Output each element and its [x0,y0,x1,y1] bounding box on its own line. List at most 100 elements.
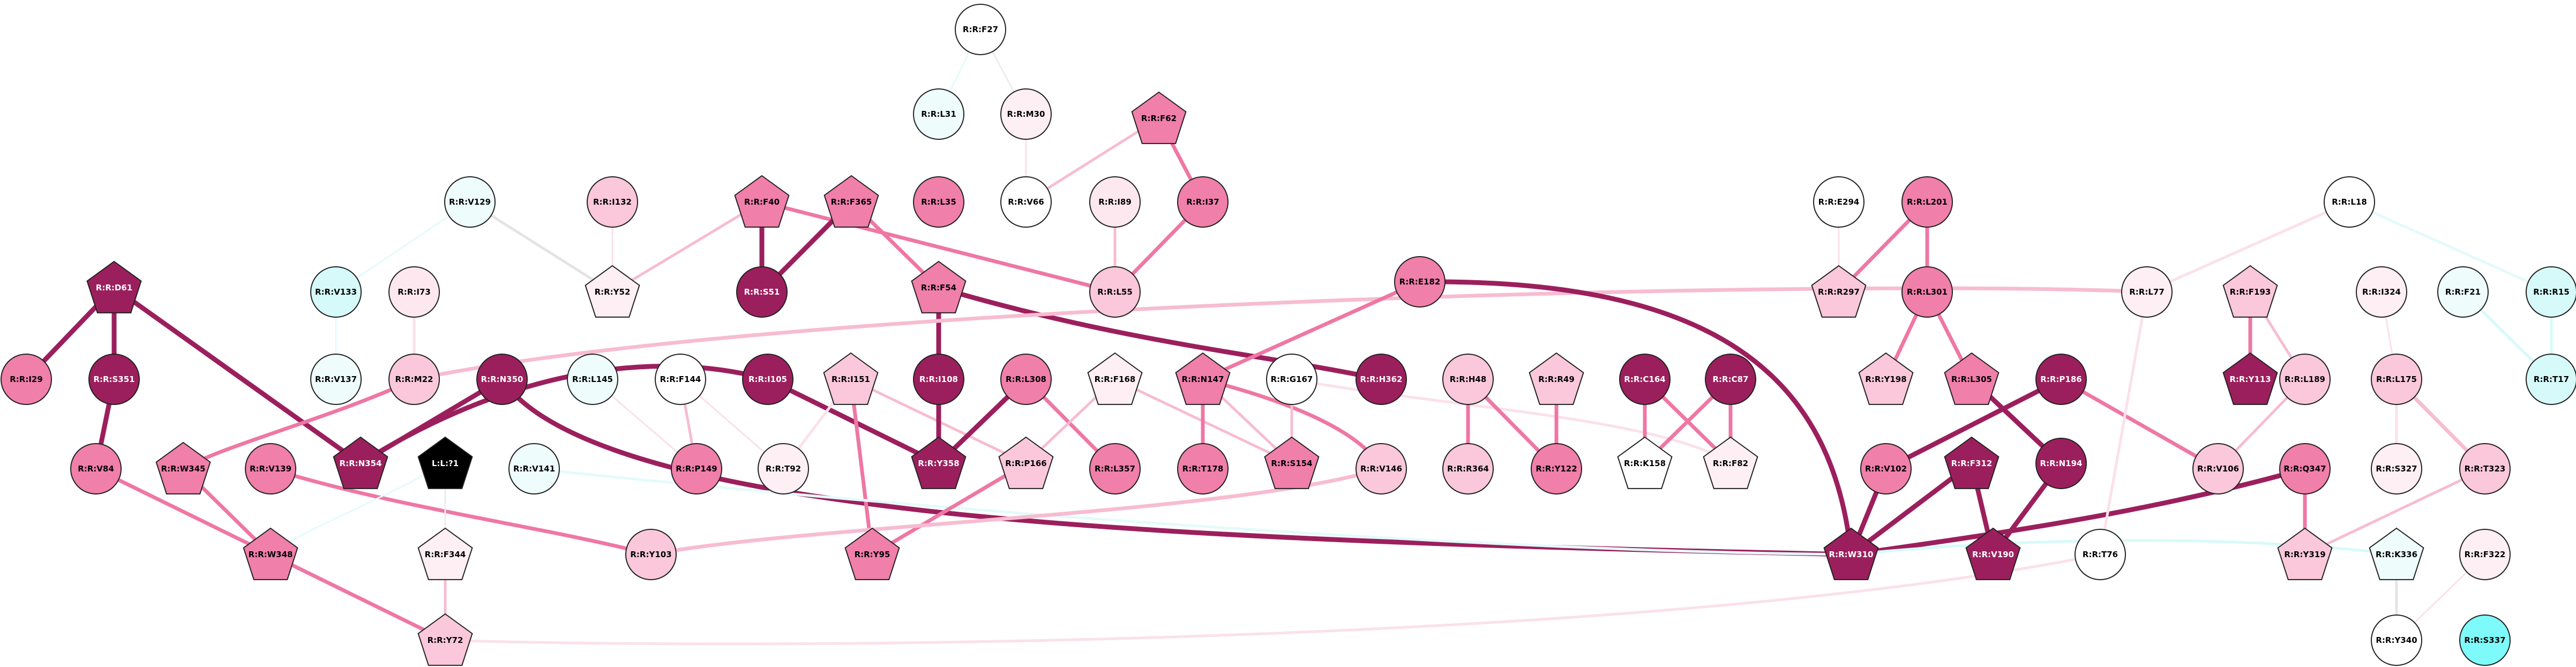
node-l-l-1[interactable]: L:L:?1 [417,436,473,489]
node-r-r-v133[interactable]: R:R:V133 [310,266,362,318]
node-r-r-y358[interactable]: R:R:Y358 [911,436,967,489]
node-r-r-l201[interactable]: R:R:L201 [1901,176,1953,228]
node-r-r-y319[interactable]: R:R:Y319 [2277,527,2333,580]
node-r-r-f27[interactable]: R:R:F27 [955,4,1006,55]
node-r-r-l31[interactable]: R:R:L31 [913,88,964,140]
node-r-r-t178[interactable]: R:R:T178 [1177,443,1229,494]
node-r-r-f82[interactable]: R:R:F82 [1703,436,1758,489]
node-r-r-y122[interactable]: R:R:Y122 [1531,443,1582,494]
node-shape [2222,352,2278,405]
node-r-r-p166[interactable]: R:R:P166 [998,436,1054,489]
node-r-r-f144[interactable]: R:R:F144 [655,354,706,405]
node-r-r-n194[interactable]: R:R:N194 [2035,438,2087,489]
node-r-r-l357[interactable]: R:R:L357 [1089,443,1141,494]
node-r-r-y198[interactable]: R:R:Y198 [1858,352,1914,405]
node-r-r-t76[interactable]: R:R:T76 [2075,529,2126,580]
node-r-r-e294[interactable]: R:R:E294 [1813,176,1864,228]
node-r-r-l55[interactable]: R:R:L55 [1089,266,1141,318]
node-r-r-i89[interactable]: R:R:I89 [1089,176,1141,228]
node-r-r-p186[interactable]: R:R:P186 [2035,354,2087,405]
node-r-r-f62[interactable]: R:R:F62 [1131,91,1187,144]
node-r-r-f21[interactable]: R:R:F21 [2437,266,2489,318]
node-r-r-f344[interactable]: R:R:F344 [417,527,473,580]
node-r-r-n354[interactable]: R:R:N354 [333,436,388,489]
node-r-r-h362[interactable]: R:R:H362 [1356,354,1407,405]
node-r-r-i151[interactable]: R:R:I151 [823,352,879,405]
node-r-r-w348[interactable]: R:R:W348 [243,527,298,580]
node-r-r-i37[interactable]: R:R:I37 [1177,176,1229,228]
node-r-r-v141[interactable]: R:R:V141 [508,443,560,494]
node-r-r-k158[interactable]: R:R:K158 [1617,436,1673,489]
node-r-r-p149[interactable]: R:R:P149 [671,443,722,494]
node-r-r-t92[interactable]: R:R:T92 [758,443,809,494]
node-r-r-r297[interactable]: R:R:R297 [1811,265,1867,318]
node-r-r-t323[interactable]: R:R:T323 [2459,443,2511,494]
node-r-r-f40[interactable]: R:R:F40 [734,175,790,228]
node-r-r-v190[interactable]: R:R:V190 [1965,527,2021,580]
node-shape [2371,354,2422,405]
node-r-r-l77[interactable]: R:R:L77 [2121,266,2173,318]
node-r-r-y72[interactable]: R:R:Y72 [417,613,473,666]
node-r-r-f312[interactable]: R:R:F312 [1944,436,2000,489]
node-r-r-v139[interactable]: R:R:V139 [245,443,296,494]
node-r-r-l35[interactable]: R:R:L35 [913,176,964,228]
node-r-r-g167[interactable]: R:R:G167 [1266,354,1317,405]
node-r-r-l305[interactable]: R:R:L305 [1944,352,2000,405]
node-r-r-w310[interactable]: R:R:W310 [1823,527,1879,580]
node-r-r-k336[interactable]: R:R:K336 [2369,527,2424,580]
node-r-r-y103[interactable]: R:R:Y103 [625,529,677,580]
node-shape [955,4,1006,55]
node-r-r-w345[interactable]: R:R:W345 [155,441,211,494]
node-r-r-c164[interactable]: R:R:C164 [1619,354,1671,405]
node-r-r-s327[interactable]: R:R:S327 [2371,443,2422,494]
node-shape [1175,352,1231,405]
node-r-r-i73[interactable]: R:R:I73 [388,266,440,318]
node-r-r-l145[interactable]: R:R:L145 [567,354,618,405]
node-r-r-d61[interactable]: R:R:D61 [86,260,142,313]
node-r-r-v137[interactable]: R:R:V137 [310,354,362,405]
node-r-r-i105[interactable]: R:R:I105 [742,354,793,405]
node-r-r-f322[interactable]: R:R:F322 [2459,529,2511,580]
node-r-r-i132[interactable]: R:R:I132 [587,176,638,228]
node-r-r-r15[interactable]: R:R:R15 [2526,266,2576,318]
node-r-r-m22[interactable]: R:R:M22 [388,354,440,405]
node-r-r-c87[interactable]: R:R:C87 [1705,354,1756,405]
node-r-r-l189[interactable]: R:R:L189 [2279,354,2331,405]
node-r-r-l301[interactable]: R:R:L301 [1901,266,1953,318]
node-r-r-s337[interactable]: R:R:S337 [2459,614,2511,666]
node-r-r-l175[interactable]: R:R:L175 [2371,354,2422,405]
node-r-r-y340[interactable]: R:R:Y340 [2371,614,2422,666]
node-r-r-f54[interactable]: R:R:F54 [911,260,967,313]
node-r-r-i324[interactable]: R:R:I324 [2356,266,2407,318]
node-r-r-f168[interactable]: R:R:F168 [1087,352,1143,405]
node-r-r-l18[interactable]: R:R:L18 [2324,176,2375,228]
node-r-r-m30[interactable]: R:R:M30 [1000,88,1052,140]
node-r-r-l308[interactable]: R:R:L308 [1000,354,1052,405]
node-shape [1703,436,1758,489]
node-r-r-e182[interactable]: R:R:E182 [1394,256,1446,308]
node-r-r-i29[interactable]: R:R:I29 [1,354,52,405]
node-r-r-s351[interactable]: R:R:S351 [88,354,140,405]
node-r-r-v146[interactable]: R:R:V146 [1356,443,1407,494]
node-r-r-s154[interactable]: R:R:S154 [1264,436,1320,489]
node-r-r-h48[interactable]: R:R:H48 [1442,354,1494,405]
node-r-r-t17[interactable]: R:R:T17 [2526,354,2576,405]
node-r-r-y95[interactable]: R:R:Y95 [844,527,900,580]
node-shape [1089,266,1141,318]
node-r-r-y52[interactable]: R:R:Y52 [585,265,640,318]
node-r-r-v106[interactable]: R:R:V106 [2192,443,2244,494]
node-r-r-f365[interactable]: R:R:F365 [823,175,879,228]
node-r-r-v102[interactable]: R:R:V102 [1860,443,1912,494]
node-r-r-v66[interactable]: R:R:V66 [1000,176,1052,228]
node-r-r-n147[interactable]: R:R:N147 [1175,352,1231,405]
node-r-r-r49[interactable]: R:R:R49 [1529,352,1584,405]
node-r-r-n350[interactable]: R:R:N350 [476,354,528,405]
node-r-r-i108[interactable]: R:R:I108 [913,354,964,405]
node-r-r-q347[interactable]: R:R:Q347 [2279,443,2331,494]
node-r-r-y113[interactable]: R:R:Y113 [2222,352,2278,405]
node-r-r-r364[interactable]: R:R:R364 [1442,443,1494,494]
node-r-r-v84[interactable]: R:R:V84 [70,443,122,494]
node-r-r-v129[interactable]: R:R:V129 [444,176,496,228]
node-r-r-s51[interactable]: R:R:S51 [736,266,788,318]
node-r-r-f193[interactable]: R:R:F193 [2222,265,2278,318]
